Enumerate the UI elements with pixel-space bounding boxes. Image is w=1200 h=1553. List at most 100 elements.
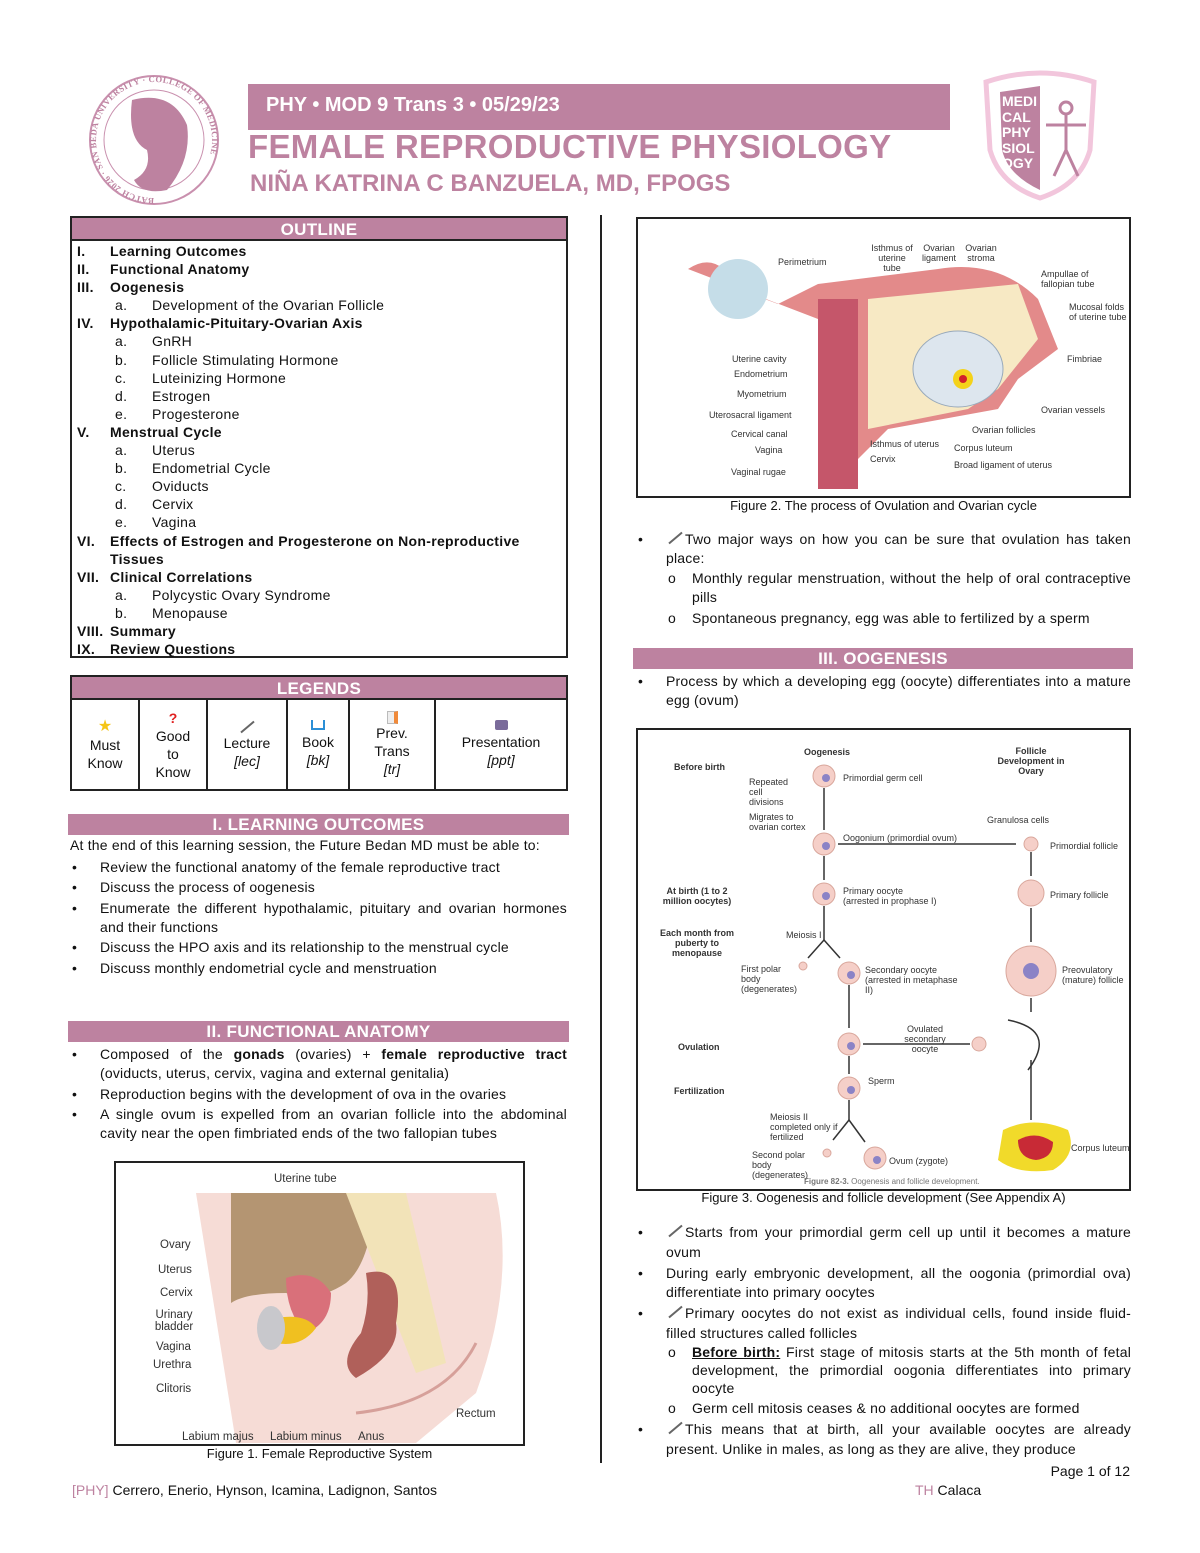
section-learning-outcomes-header: I. LEARNING OUTCOMES: [68, 814, 569, 835]
outline-item-label: Follicle Stimulating Hormone: [152, 351, 339, 368]
fig3-label: Sperm: [868, 1076, 895, 1086]
outline-item: V.Menstrual Cycle: [72, 423, 566, 441]
fig2-label: Ampullae of fallopian tube: [1041, 269, 1095, 289]
fig2-label: Mucosal folds of uterine tube: [1069, 302, 1127, 322]
fig3-label: Ovulated secondary oocyte: [904, 1024, 946, 1054]
fig2-label: Isthmus of uterine tube: [871, 243, 913, 273]
legend-must-know: ★Must Know: [72, 700, 138, 789]
outline-item: d.Cervix: [72, 495, 566, 513]
sub-list-item: Germ cell mitosis ceases & no additional…: [666, 1399, 1131, 1418]
outline-item-label: Functional Anatomy: [110, 261, 250, 278]
list-item: Two major ways on how you can be sure th…: [636, 530, 1131, 628]
list-item: Primary oocytes do not exist as individu…: [636, 1303, 1131, 1418]
figure-1-caption: Figure 1. Female Reproductive System: [206, 1446, 433, 1461]
outline-item: e.Progesterone: [72, 405, 566, 423]
fig3-stage: Fertilization: [674, 1086, 725, 1096]
pen-icon: [666, 1421, 682, 1435]
medical-physiology-logo: MEDICAL PHYSIOLOGY: [980, 70, 1100, 202]
outline-item-number: a.: [115, 586, 128, 603]
list-item: Process by which a developing egg (oocyt…: [636, 672, 1131, 710]
outline-item-number: c.: [115, 369, 127, 386]
legend-tag: [tr]: [383, 761, 401, 777]
batch-2026-logo: BATCH 2026 · SAN BEDA UNIVERSITY · COLLE…: [72, 70, 222, 210]
outline-item-label: Oviducts: [152, 478, 209, 495]
outline-item-number: IV.: [77, 315, 94, 332]
outline-item-number: b.: [115, 460, 128, 477]
text-bold: female reproductive tract: [381, 1046, 567, 1062]
fig3-col-header: Follicle Development in Ovary: [997, 746, 1065, 776]
outline-item: I. Learning Outcomes: [72, 242, 566, 260]
outline-item: VIII.Summary: [72, 622, 566, 640]
fig1-label: Rectum: [456, 1408, 496, 1420]
legend-label: Presentation: [461, 734, 541, 750]
fig1-label: Clitoris: [156, 1383, 192, 1395]
outline-item-number: d.: [115, 387, 128, 404]
outline-item: VII.Clinical Correlations: [72, 568, 566, 586]
fig2-label: Isthmus of uterus: [870, 439, 940, 449]
fig2-label: Cervical canal: [731, 429, 788, 439]
legend-label: Prev. Trans: [374, 725, 410, 759]
outline-item-number: VI.: [77, 532, 96, 549]
outline-item-number: a.: [115, 297, 128, 314]
course-line: PHY • MOD 9 Trans 3 • 05/29/23: [266, 94, 560, 116]
legend-prev-trans: Prev. Trans [tr]: [348, 700, 434, 789]
functional-anatomy-body: Composed of the gonads (ovaries) + femal…: [70, 1045, 567, 1145]
document-icon: [386, 711, 398, 724]
pen-icon: [666, 1224, 682, 1238]
list-item: This means that at birth, all your avail…: [636, 1419, 1131, 1459]
section-oogenesis-header: III. OOGENESIS: [633, 648, 1133, 669]
outline-item-number: II.: [77, 261, 90, 278]
fig1-label: Labium majus: [182, 1431, 254, 1443]
text: This means that at birth, all your avail…: [666, 1421, 1131, 1457]
legend-tag: [lec]: [234, 752, 260, 769]
text: Two major ways on how you can be sure th…: [666, 531, 1131, 566]
outline-item-label: Clinical Correlations: [110, 568, 253, 585]
right-logo-text: MEDICAL PHYSIOLOGY: [1002, 93, 1037, 171]
outline-item-number: e.: [115, 405, 128, 422]
outline-item-label: Development of the Ovarian Follicle: [152, 297, 385, 314]
outline-item-number: IX.: [77, 640, 96, 657]
outline-item-label: Summary: [110, 622, 176, 639]
figure-3-image: Oogenesis Follicle Development in Ovary …: [636, 728, 1131, 1191]
star-icon: ★: [97, 717, 113, 735]
text: (oviducts, uterus, cervix, vagina and ex…: [100, 1065, 450, 1081]
tv-icon: [494, 720, 508, 730]
outline-item: II. Functional Anatomy: [72, 260, 566, 278]
fig3-label: Migrates to ovarian cortex: [749, 812, 806, 832]
legend-label: Good to Know: [155, 727, 191, 780]
question-icon: ?: [168, 709, 178, 726]
legend-label: Must Know: [87, 736, 123, 771]
list-item: During early embryonic development, all …: [636, 1264, 1131, 1302]
text-bold: Figure 82-3.: [804, 1177, 849, 1186]
page-title: FEMALE REPRODUCTIVE PHYSIOLOGY: [248, 128, 892, 165]
outline-item-number: I.: [77, 243, 86, 259]
fig3-label: Meiosis II completed only if fertilized: [770, 1112, 838, 1142]
fig2-label: Ovarian stroma: [965, 243, 997, 263]
outline-item-label: Oogenesis: [110, 279, 185, 296]
fig2-label: Ovarian follicles: [972, 425, 1036, 435]
outline-item-label: Effects of Estrogen and Progesterone on …: [110, 532, 520, 567]
outline-item-label: Learning Outcomes: [110, 243, 247, 259]
fig3-label: Granulosa cells: [987, 815, 1050, 825]
outline-item-label: Hypothalamic-Pituitary-Ovarian Axis: [110, 315, 363, 332]
outline-item-number: b.: [115, 351, 128, 368]
outline-item-label: Polycystic Ovary Syndrome: [152, 586, 331, 603]
figure-2-caption: Figure 2. The process of Ovulation and O…: [730, 498, 1037, 513]
pen-icon: [666, 1305, 682, 1319]
learning-outcomes-body: At the end of this learning session, the…: [70, 836, 567, 979]
legend-good-to-know: ?Good to Know: [138, 700, 206, 789]
figure-1-image: Uterine tube Ovary Uterus Cervix Urinary…: [114, 1161, 525, 1446]
fig2-label: Uterosacral ligament: [709, 410, 792, 420]
footer-names: Calaca: [933, 1482, 982, 1498]
footer-tag: [PHY]: [72, 1482, 109, 1498]
fig1-label: Labium minus: [270, 1431, 342, 1443]
outline-item: b.Endometrial Cycle: [72, 459, 566, 477]
list-item: Enumerate the different hypothalamic, pi…: [70, 899, 567, 937]
outline-item-number: c.: [115, 478, 127, 495]
outline-item: a.Uterus: [72, 441, 566, 459]
list-item: Starts from your primordial germ cell up…: [636, 1222, 1131, 1262]
fig3-label: First polar body (degenerates): [741, 964, 798, 994]
sub-list-item: Monthly regular menstruation, without th…: [666, 569, 1131, 607]
lecturer-name: NIÑA KATRINA C BANZUELA, MD, FPOGS: [250, 170, 731, 197]
